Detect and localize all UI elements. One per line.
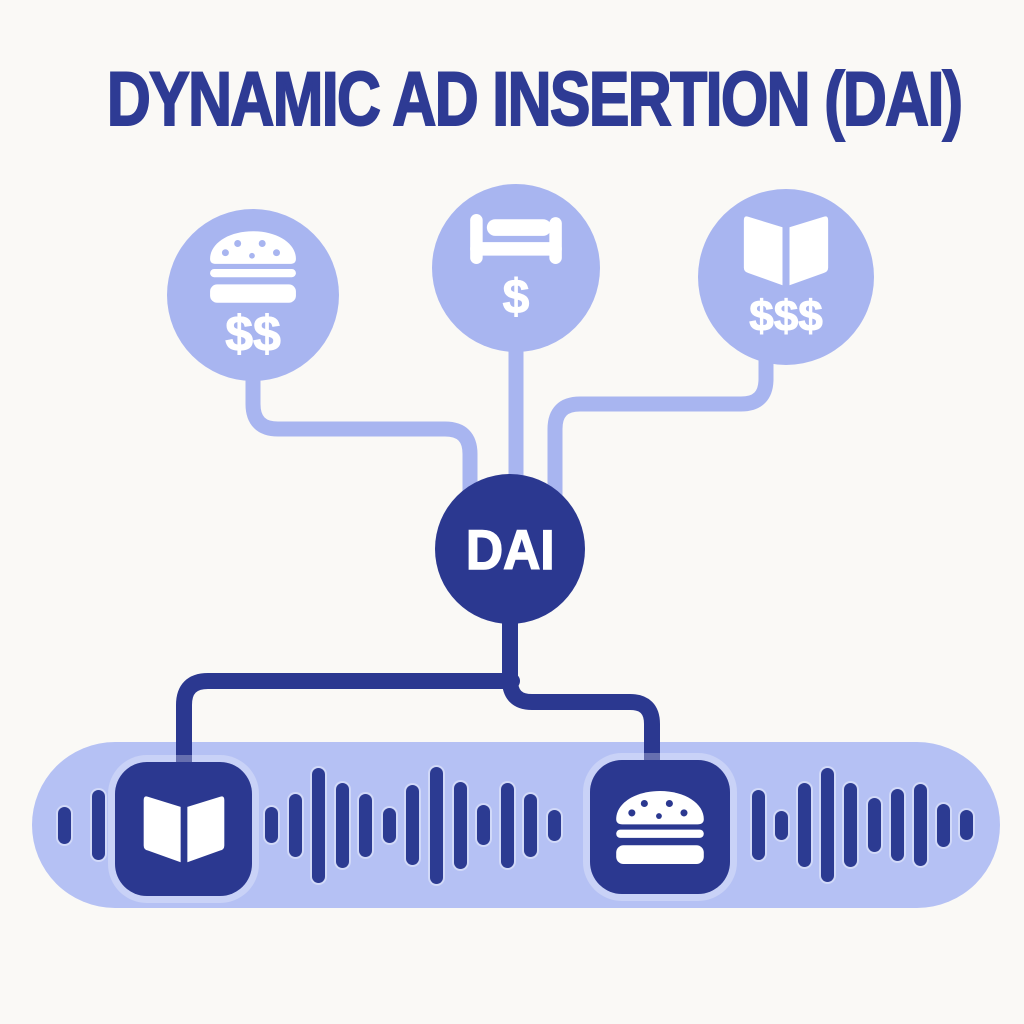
waveform-bar: [288, 793, 302, 857]
waveform-bar: [312, 767, 326, 883]
dai-hub: DAI: [435, 474, 585, 624]
waveform-bar: [775, 810, 789, 840]
waveform-bar: [890, 789, 904, 861]
price-label: $: [502, 271, 530, 324]
waveform-bar: [406, 785, 420, 865]
waveform-bar: [959, 810, 973, 840]
page-title: DYNAMIC AD INSERTION (DAI): [106, 57, 964, 142]
connector-burger-to-dai: [245, 352, 478, 508]
waveform-middle: [265, 742, 561, 908]
ad-source-burger: $$: [167, 209, 339, 381]
waveform-bar: [58, 806, 71, 844]
waveform-bar: [359, 793, 373, 857]
waveform-bar: [752, 790, 765, 860]
waveform-bar: [913, 784, 927, 866]
waveform-bar: [867, 798, 881, 852]
waveform-bar: [265, 807, 278, 843]
waveform-bar: [382, 807, 396, 843]
waveform-bar: [547, 809, 561, 841]
waveform-bar: [936, 803, 950, 847]
waveform-bar: [524, 793, 538, 857]
burger-icon: [207, 231, 299, 303]
waveform-bar: [453, 781, 467, 869]
waveform-left: [58, 742, 105, 908]
connector-book-to-dai: [547, 342, 774, 508]
book-icon: [142, 795, 226, 864]
burger-icon: [613, 791, 707, 864]
title-row: DYNAMIC AD INSERTION (DAI): [0, 57, 1024, 142]
inserted-ad-burger: [590, 760, 730, 894]
dai-hub-label: DAI: [465, 517, 555, 582]
waveform-bar: [477, 805, 491, 845]
waveform-bar: [335, 782, 349, 868]
ad-source-hotel: $: [432, 184, 600, 352]
ad-source-book: $$$: [698, 189, 874, 365]
price-label: $$$: [749, 292, 823, 341]
inserted-ad-book: [115, 762, 252, 896]
book-icon: [742, 215, 830, 287]
bed-icon: [470, 214, 562, 264]
waveform-bar: [821, 768, 835, 882]
waveform-bar: [92, 790, 105, 860]
waveform-bar: [844, 783, 858, 867]
waveform-bar: [500, 782, 514, 868]
waveform-right: [752, 742, 973, 908]
waveform-bar: [430, 766, 444, 884]
waveform-bar: [798, 783, 812, 867]
price-label: $$: [225, 306, 282, 362]
